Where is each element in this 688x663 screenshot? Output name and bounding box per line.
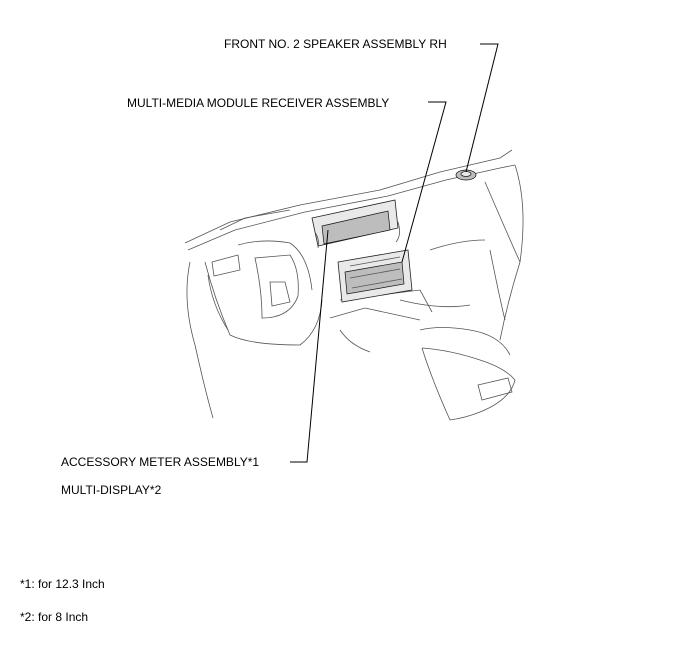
dashboard-outline (184, 149, 524, 421)
footnote-1: *1: for 12.3 Inch (20, 577, 105, 591)
receiver-label: MULTI-MEDIA MODULE RECEIVER ASSEMBLY (127, 96, 390, 110)
meter-display-part (311, 199, 400, 249)
display-label: MULTI-DISPLAY*2 (61, 483, 162, 497)
speaker-label: FRONT NO. 2 SPEAKER ASSEMBLY RH (224, 37, 447, 51)
receiver-part (337, 249, 413, 303)
meter-label: ACCESSORY METER ASSEMBLY*1 (61, 455, 260, 469)
footnote-2: *2: for 8 Inch (20, 610, 89, 624)
leader-lines (290, 43, 499, 463)
